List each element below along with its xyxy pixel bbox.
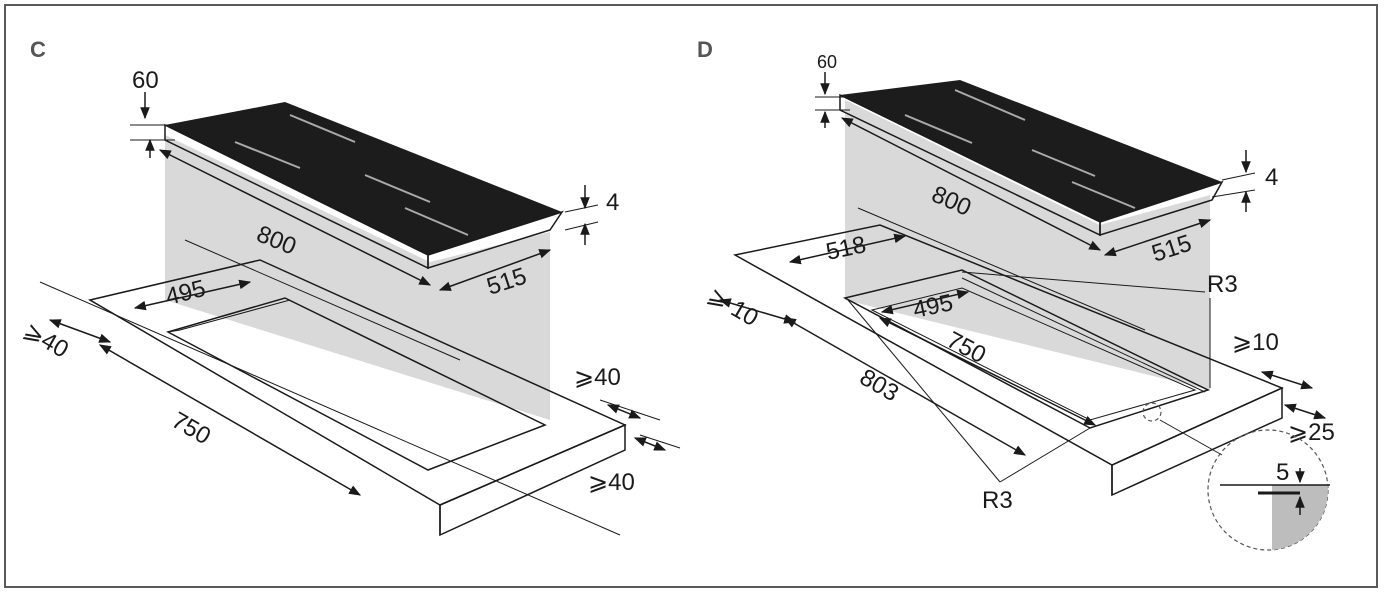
d-front-margin: ⩾ 10 bbox=[703, 282, 763, 332]
d-glass-thickness: 60 bbox=[817, 52, 837, 72]
d-radius-bottom: R3 bbox=[982, 487, 1013, 514]
c-cutout-width: 750 bbox=[167, 407, 215, 450]
worktop-front-d bbox=[1111, 386, 1283, 497]
c-glass-thickness: 60 bbox=[132, 67, 159, 94]
d-back-margin: ⩾25 bbox=[1288, 419, 1335, 446]
d-detail-depth: 5 bbox=[1276, 459, 1289, 486]
c-back-margin: ⩾40 bbox=[574, 364, 621, 391]
panel-d-label: D bbox=[697, 37, 713, 62]
d-edge-height: 4 bbox=[1265, 164, 1278, 191]
d-radius-top: R3 bbox=[1207, 271, 1238, 298]
detail-marker bbox=[1142, 402, 1162, 422]
c-side-margin: ⩾40 bbox=[588, 469, 635, 496]
c-edge-height: 4 bbox=[606, 189, 619, 216]
c-front-margin: ⩾40 bbox=[19, 317, 73, 364]
panel-d: D 60 800 515 4 5 bbox=[697, 37, 1335, 551]
d-rebate-width: 803 bbox=[855, 364, 903, 407]
panel-c: C 60 800 515 4 495 bbox=[19, 37, 681, 537]
d-side-margin: ⩾10 bbox=[1232, 329, 1279, 356]
panel-c-label: C bbox=[30, 37, 46, 62]
